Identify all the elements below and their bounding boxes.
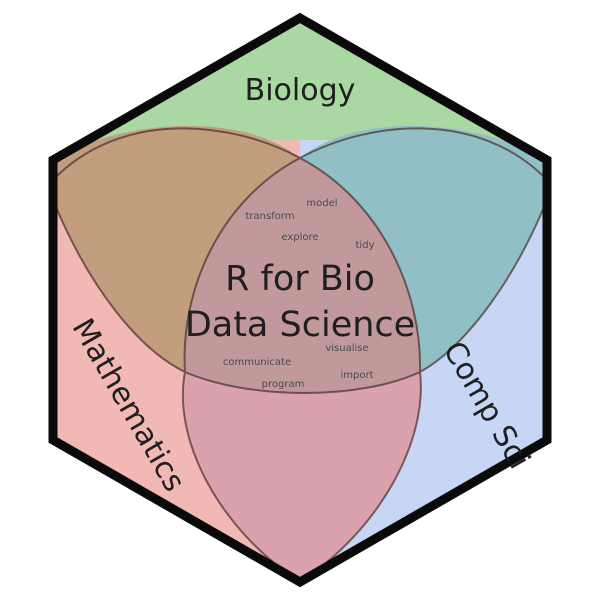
word-program: program (262, 379, 305, 390)
lower-circle-outline (53, 199, 547, 394)
biology-circle-outline-left (183, 127, 547, 373)
hexagon-border (48, 12, 552, 588)
word-transform: transform (245, 211, 294, 222)
math-cs-overlap (182, 372, 421, 582)
biology-label: Biology (245, 73, 356, 108)
bio-math-overlap (53, 125, 300, 372)
center-title-line2: Data Science (185, 305, 415, 345)
word-communicate: communicate (223, 357, 291, 368)
center-title-line1: R for Bio (225, 259, 375, 299)
word-visualise: visualise (325, 343, 368, 354)
word-explore: explore (281, 232, 318, 243)
word-model: model (306, 198, 337, 209)
word-tidy: tidy (356, 240, 375, 251)
word-import: import (340, 370, 373, 381)
center-overlap (184, 158, 421, 393)
